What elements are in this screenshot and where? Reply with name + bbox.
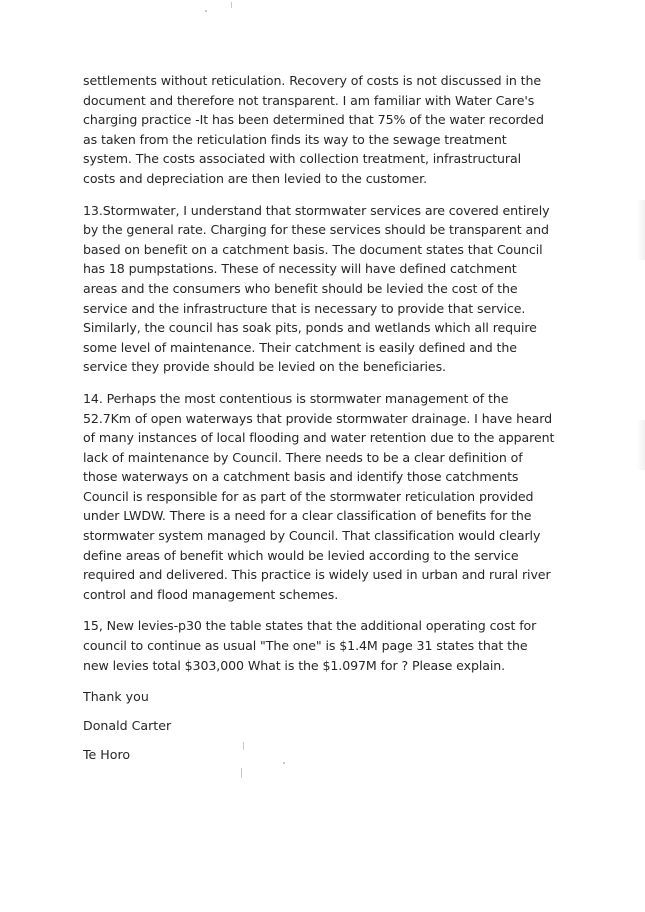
text-line: by the general rate. Charging for these …	[83, 222, 549, 238]
text-line: Similarly, the council has soak pits, po…	[83, 320, 537, 336]
scan-speck	[231, 2, 232, 8]
text-line: 14. Perhaps the most contentious is stor…	[83, 390, 509, 406]
text-line: as taken from the reticulation finds its…	[83, 131, 507, 147]
text-line: service they provide should be levied on…	[83, 359, 446, 375]
paragraph-14-waterways: 14. Perhaps the most contentious is stor…	[83, 389, 563, 605]
author-location: Te Horo	[83, 747, 131, 763]
text-line: Council is responsible for as part of th…	[83, 488, 534, 504]
text-line: of many instances of local flooding and …	[83, 430, 555, 446]
closing-line: Thank you	[83, 689, 149, 705]
text-line: areas and the consumers who benefit shou…	[83, 280, 518, 296]
text-line: some level of maintenance. Their catchme…	[83, 339, 517, 355]
text-line: under LWDW. There is a need for a clear …	[83, 508, 532, 524]
scan-speck	[243, 742, 244, 750]
paragraph-13-stormwater: 13.Stormwater, I understand that stormwa…	[83, 201, 563, 377]
scan-speck	[241, 768, 242, 778]
text-line: document and therefore not transparent. …	[83, 92, 535, 108]
paragraph-15-new-levies: 15, New levies-p30 the table states that…	[83, 616, 563, 675]
text-line: charging practice -It has been determine…	[83, 112, 544, 128]
text-line: has 18 pumpstations. These of necessity …	[83, 261, 517, 277]
author-name: Donald Carter	[83, 718, 172, 734]
text-line: service and the infrastructure that is n…	[83, 300, 526, 316]
letter-body: settlements without reticulation. Recove…	[83, 71, 563, 774]
text-line: stormwater system managed by Council. Th…	[83, 528, 541, 544]
text-line: 52.7Km of open waterways that provide st…	[83, 410, 553, 426]
text-line: define areas of benefit which would be l…	[83, 547, 519, 563]
text-line: required and delivered. This practice is…	[83, 567, 551, 583]
scan-edge-shadow	[637, 200, 645, 260]
text-line: based on benefit on a catchment basis. T…	[83, 241, 543, 257]
scan-speck	[205, 10, 207, 12]
scan-edge-shadow	[637, 420, 645, 470]
text-line: 15, New levies-p30 the table states that…	[83, 618, 537, 634]
text-line: system. The costs associated with collec…	[83, 151, 521, 167]
text-line: new levies total $303,000 What is the $1…	[83, 657, 506, 673]
text-line: settlements without reticulation. Recove…	[83, 73, 542, 88]
paragraph-water-costs: settlements without reticulation. Recove…	[83, 71, 563, 189]
text-line: costs and depreciation are then levied t…	[83, 170, 427, 186]
text-line: council to continue as usual "The one" i…	[83, 638, 528, 654]
text-line: 13.Stormwater, I understand that stormwa…	[83, 202, 550, 218]
text-line: those waterways on a catchment basis and…	[83, 469, 519, 485]
text-line: lack of maintenance by Council. There ne…	[83, 449, 523, 465]
scan-speck	[283, 762, 285, 764]
text-line: control and flood management schemes.	[83, 586, 339, 602]
